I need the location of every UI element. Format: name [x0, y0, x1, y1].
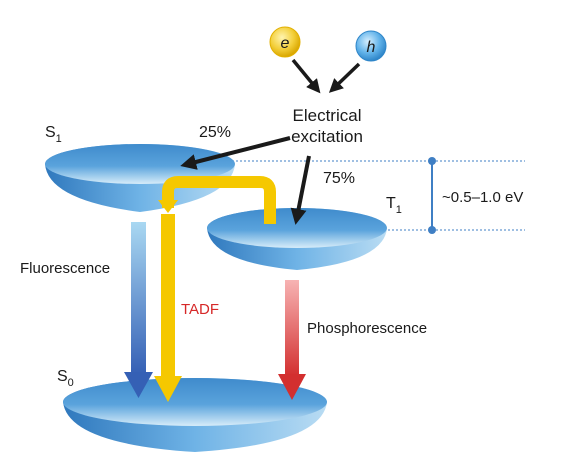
energy-gap-marker — [428, 157, 436, 234]
singlet-excitation-arrow — [180, 136, 291, 170]
electron-ball-icon — [269, 26, 301, 58]
fluorescence-label: Fluorescence — [20, 260, 110, 277]
electron-label: e — [281, 35, 290, 52]
phosphorescence-label: Phosphorescence — [307, 320, 427, 337]
electron-arrow — [291, 58, 321, 94]
hole-arrow — [328, 62, 361, 93]
singlet-percent-label: 25% — [199, 124, 231, 141]
triplet-percent-label: 75% — [323, 170, 355, 187]
phosphorescence-arrow — [278, 280, 306, 400]
tadf-label: TADF — [181, 301, 219, 318]
triplet-excitation-arrow — [290, 155, 311, 225]
s0-label: S0 — [57, 368, 74, 389]
hole-carrier: h — [355, 30, 387, 62]
electron-carrier: e — [269, 26, 301, 58]
tadf-arrow — [154, 176, 276, 402]
hole-ball-icon — [355, 30, 387, 62]
energy-gap-label: ~0.5–1.0 eV — [442, 189, 523, 206]
excitation-label-line2: excitation — [291, 127, 363, 146]
fluorescence-arrow — [124, 222, 153, 398]
s1-label: S1 — [45, 124, 62, 145]
s0-level-disc — [63, 378, 327, 452]
t1-label: T1 — [386, 195, 402, 216]
hole-label: h — [367, 39, 376, 56]
t1-level-disc — [207, 208, 387, 270]
excitation-label-line1: Electrical — [293, 106, 362, 125]
